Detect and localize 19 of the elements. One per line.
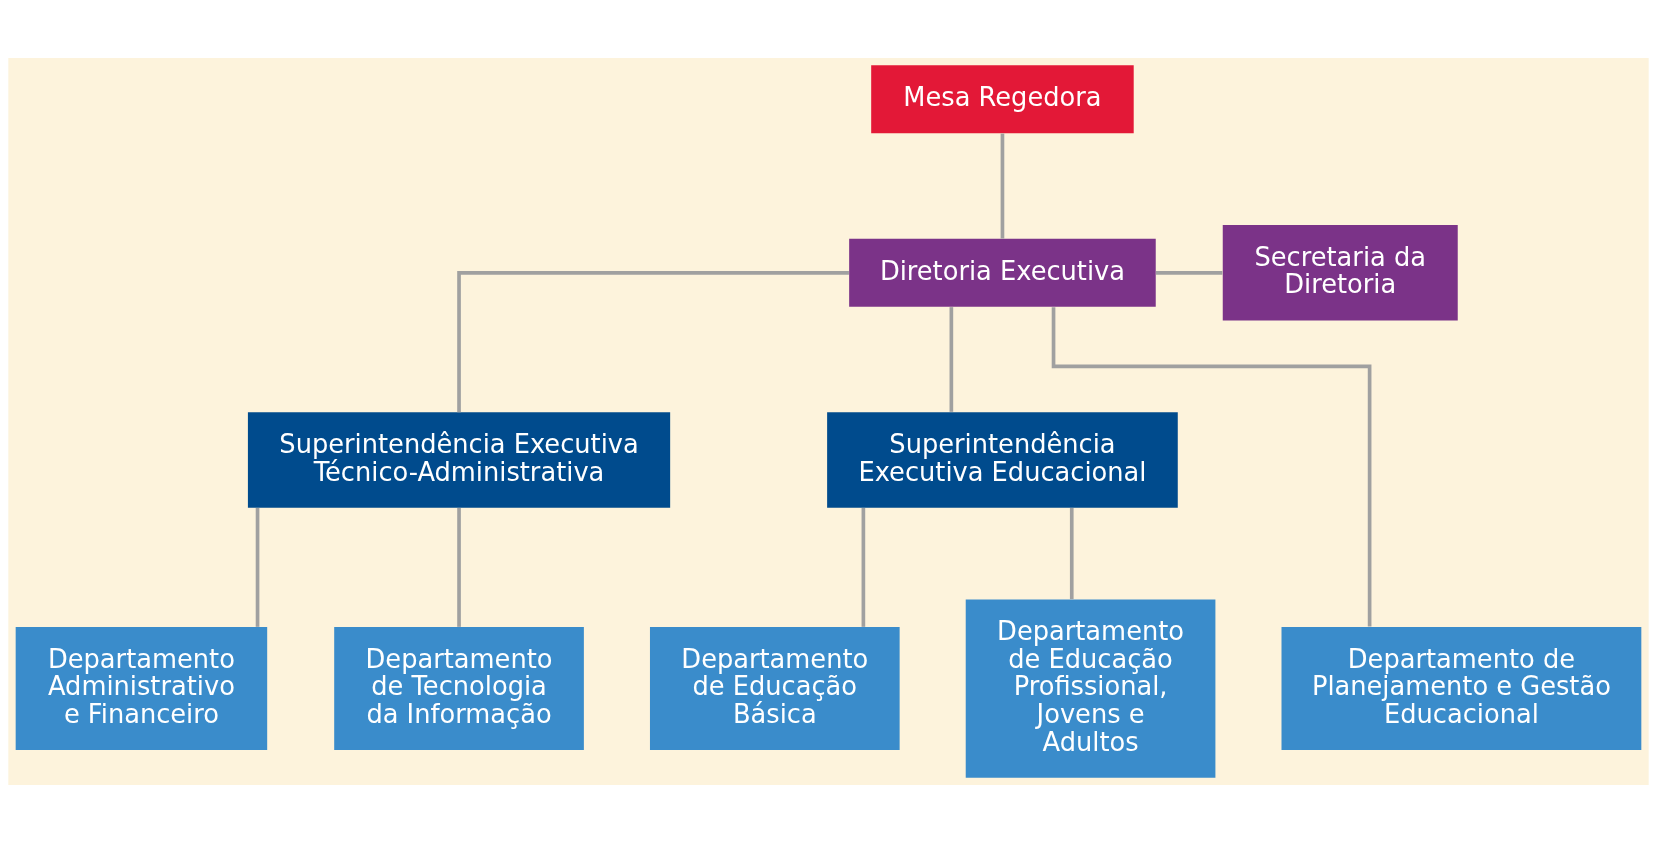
- connector: [1069, 507, 1074, 599]
- node-box: Departamento de Tecnologia da Informação: [334, 626, 584, 750]
- connector: [949, 306, 954, 412]
- connector: [1000, 133, 1005, 239]
- node-box: Departamento Administrativo e Financeiro: [15, 626, 268, 750]
- node-box: Superintendência Executiva Educacional: [827, 411, 1178, 508]
- node-box: Departamento de Educação Profissional, Jovens e Adultos: [965, 599, 1216, 778]
- node-box: Secretaria da Diretoria: [1222, 224, 1458, 321]
- node-box: Diretoria Executiva: [849, 238, 1156, 307]
- connector: [255, 507, 260, 627]
- node-box: Mesa Regedora: [871, 64, 1134, 133]
- connector: [1051, 306, 1372, 626]
- node-box: Departamento de Educação Básica: [649, 626, 900, 750]
- connector: [861, 507, 866, 627]
- connector: [1156, 270, 1223, 275]
- node-box: Superintendência Executiva Técnico-Administrativa: [247, 411, 671, 508]
- node-box: Departamento de Planejamento e Gestão Educacional: [1281, 626, 1642, 750]
- connector: [457, 270, 849, 412]
- connector: [457, 507, 461, 627]
